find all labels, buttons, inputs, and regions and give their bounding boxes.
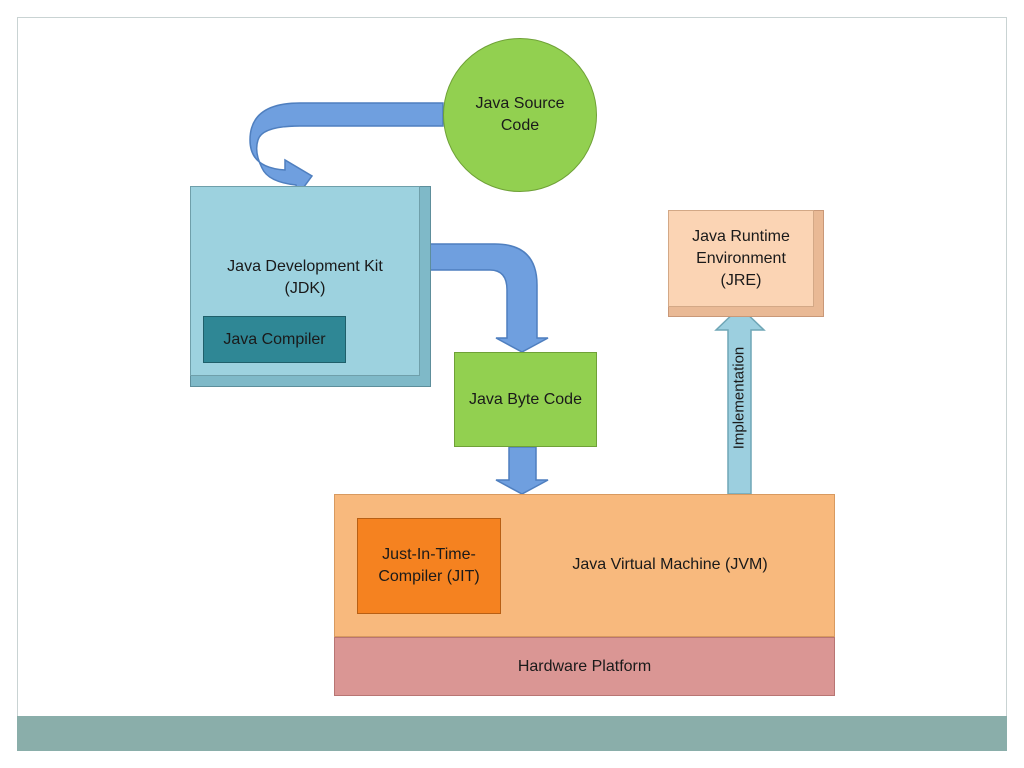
jit-box: Just-In-Time- Compiler (JIT) [357, 518, 501, 614]
hardware-platform-label: Hardware Platform [517, 657, 652, 675]
jre-box: Java Runtime Environment (JRE) [668, 210, 814, 307]
arrow-jdk-to-bytecode [429, 243, 549, 353]
footer-band [17, 716, 1007, 751]
jit-label: Just-In-Time- Compiler (JIT) [378, 546, 480, 585]
implementation-label: Implementation [730, 346, 748, 450]
arrow-source-to-jdk [249, 102, 444, 197]
jre-label: Java Runtime Environment (JRE) [692, 227, 790, 289]
jdk-title: Java Development Kit (JDK) [227, 258, 383, 297]
java-byte-code-label: Java Byte Code [469, 390, 582, 408]
arrow-bytecode-to-jvm [495, 446, 549, 495]
jvm-label: Java Virtual Machine (JVM) [572, 556, 768, 573]
arrow-implementation [714, 305, 766, 495]
java-compiler-label: Java Compiler [223, 330, 326, 348]
java-source-code-node: Java Source Code [443, 38, 597, 192]
hardware-platform-box: Hardware Platform [334, 637, 835, 696]
java-byte-code-node: Java Byte Code [454, 352, 597, 447]
java-compiler-box: Java Compiler [203, 316, 346, 363]
java-source-code-label: Java Source Code [475, 95, 565, 134]
